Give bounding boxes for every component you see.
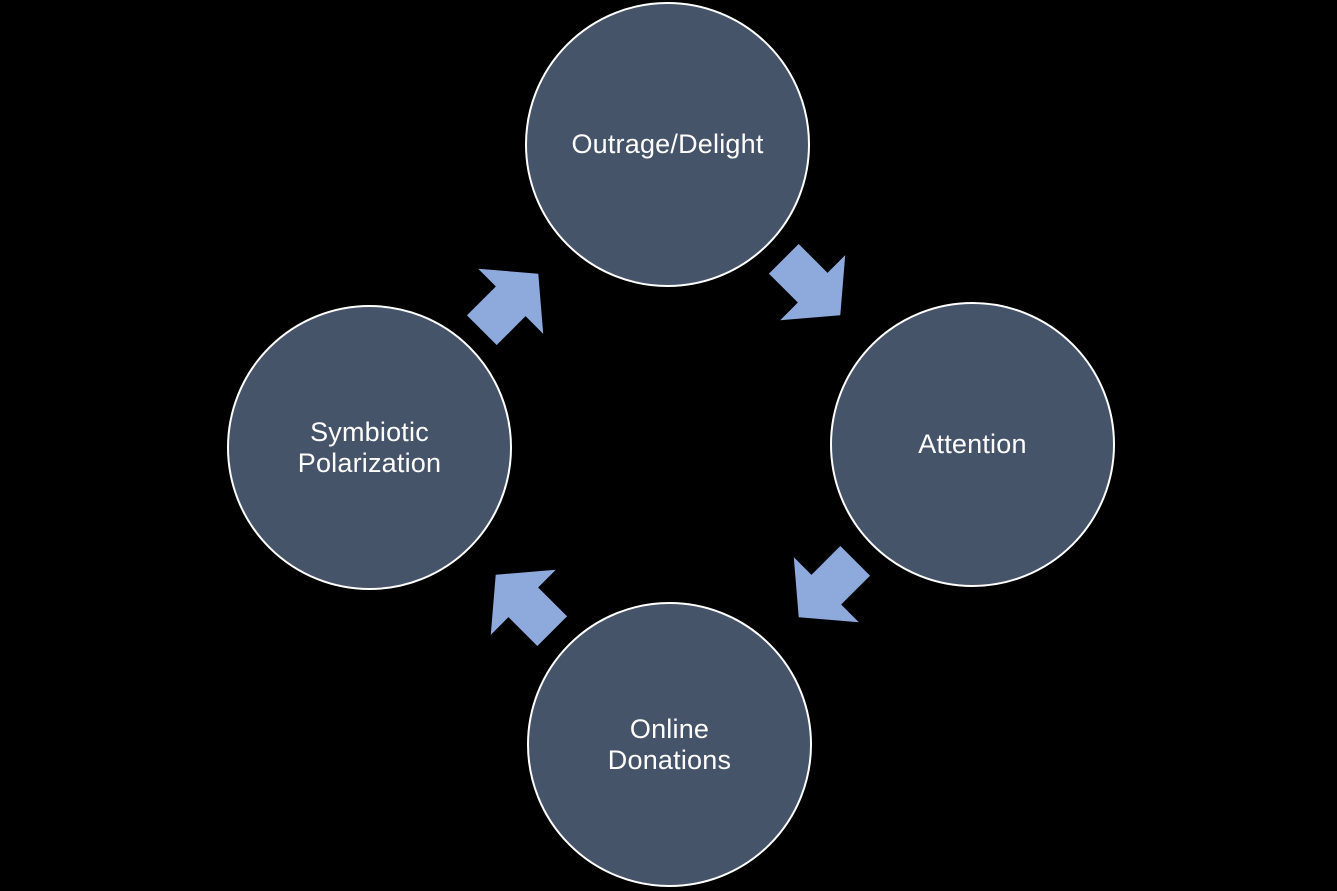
cycle-node-symbiotic-polarization: Symbiotic Polarization	[227, 305, 512, 590]
cycle-node-online-donations: Online Donations	[527, 602, 812, 887]
cycle-node-attention: Attention	[830, 302, 1115, 587]
node-label-line: Symbiotic	[310, 416, 429, 447]
arrow-top-to-right-icon	[751, 226, 873, 348]
node-label-line: Online	[629, 713, 710, 744]
node-label-line: Polarization	[297, 447, 442, 478]
node-label-line: Outrage/Delight	[571, 129, 764, 159]
node-label-line: Attention	[918, 429, 1027, 459]
node-label-line: Donations	[607, 744, 732, 775]
arrow-right-to-bottom-icon	[766, 528, 888, 650]
cycle-node-outrage-delight: Outrage/Delight	[525, 2, 810, 287]
